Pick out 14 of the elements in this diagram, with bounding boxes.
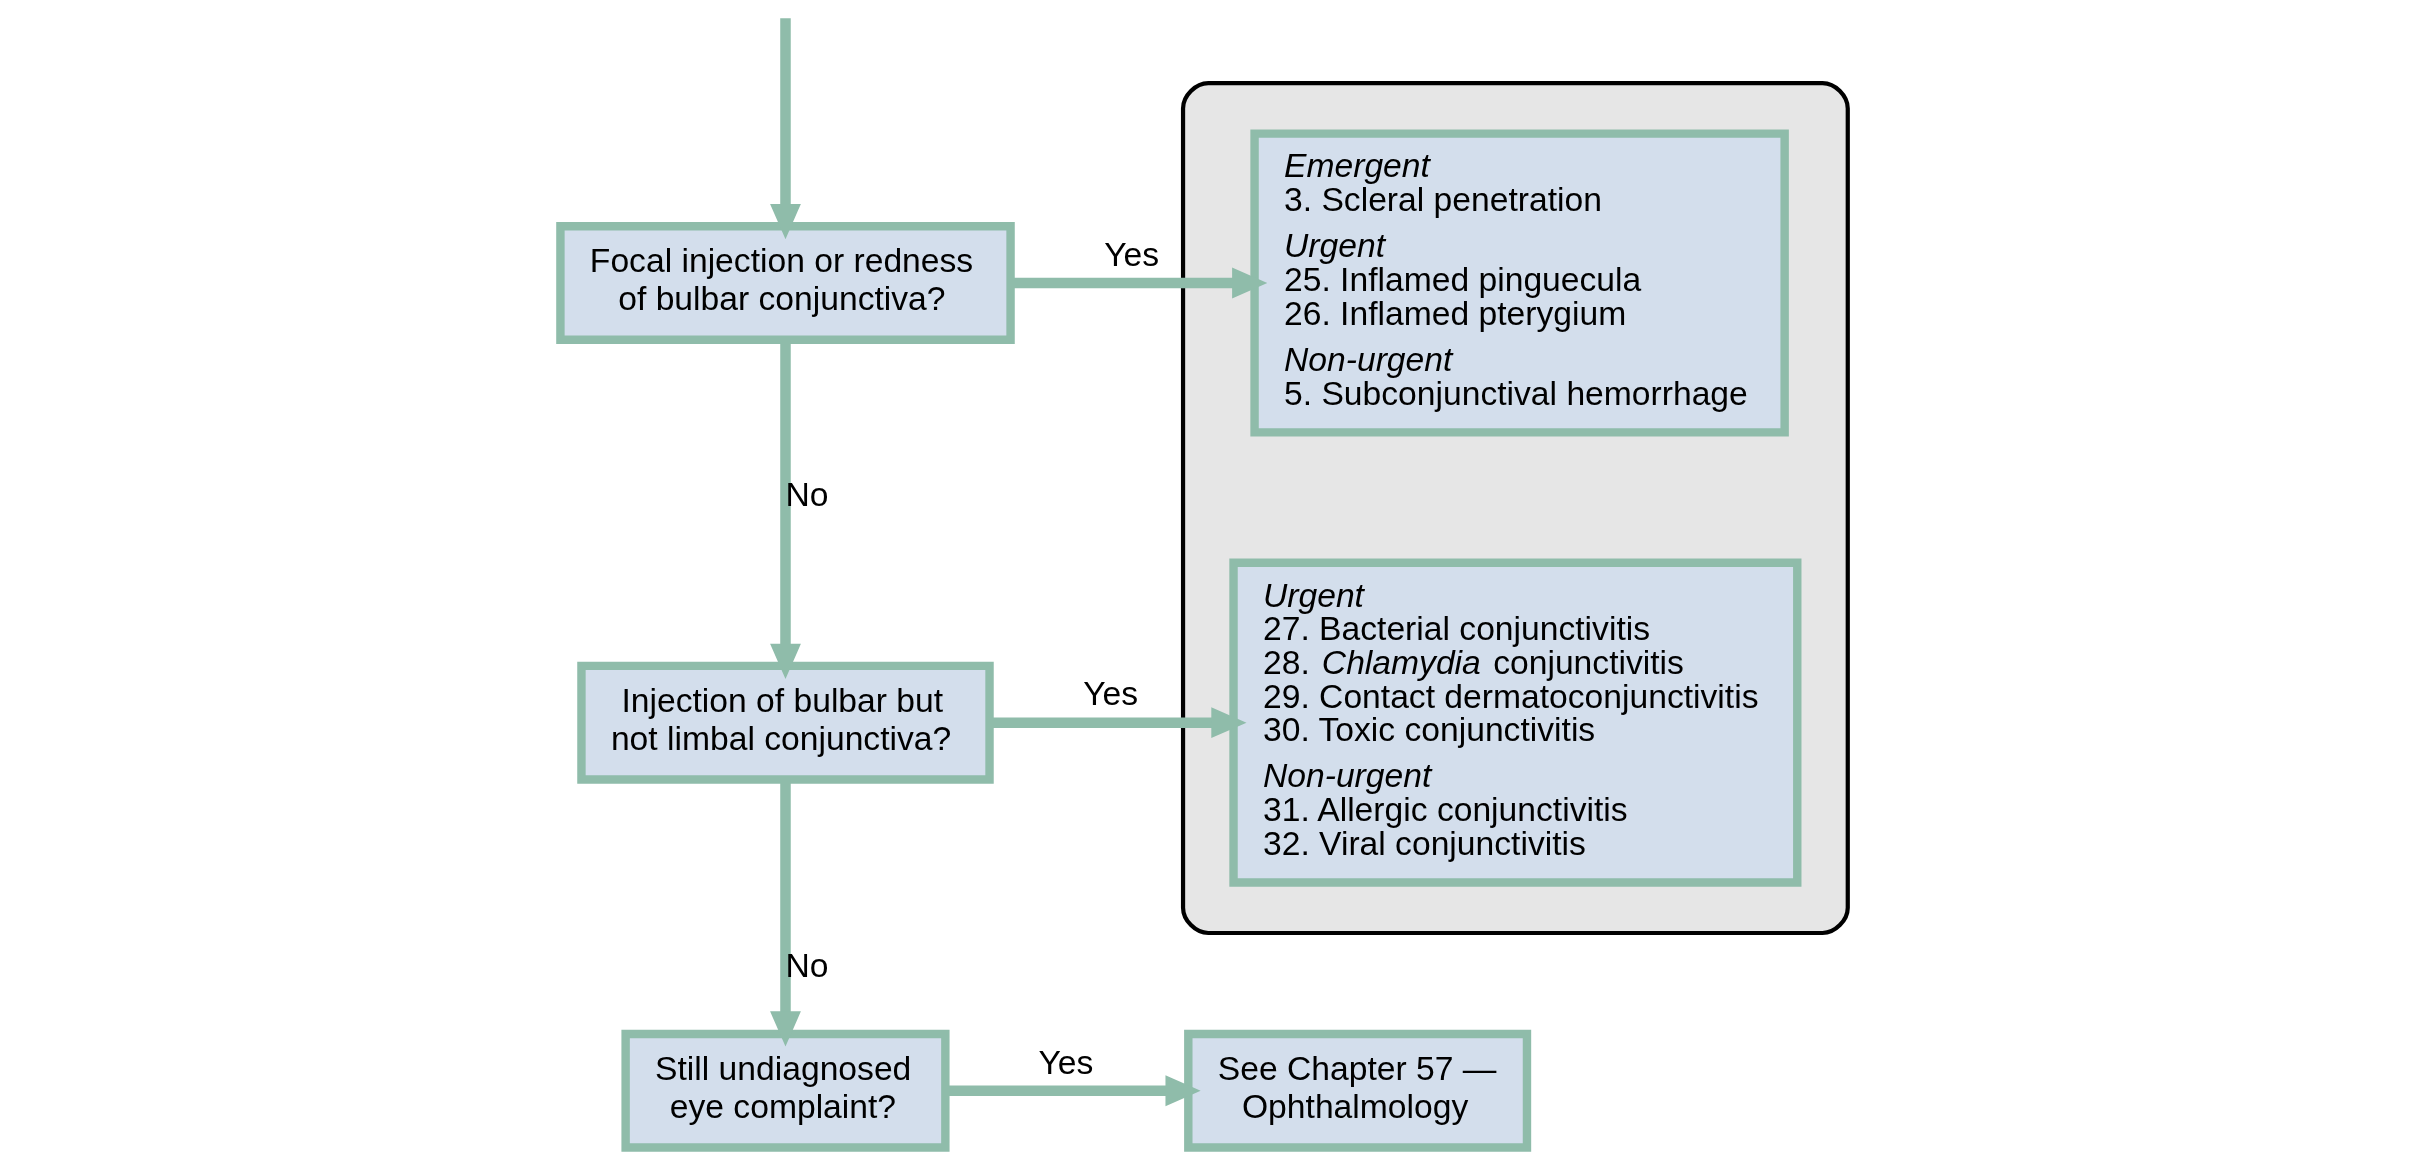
edge-label: Yes [1104, 235, 1160, 273]
node-box: Emergent 3. Scleral penetration Urgent 25. Inflamed pinguecula 26. Inflamed pterygium Non-urgent 5. Subconjunctival hemorrhage [1250, 129, 1789, 437]
node-box: Focal injection or redness of bulbar conjunctiva? [556, 222, 1015, 344]
arrow [770, 780, 801, 1047]
node-box: Injection of bulbar but not limbal conjunctiva? [577, 661, 994, 784]
arrow [770, 18, 801, 240]
node-box: Still undiagnosed eye complaint? [621, 1029, 950, 1152]
edge-label: Yes [1038, 1043, 1094, 1081]
edge-label: Yes [1083, 675, 1139, 713]
edge-label: No [785, 946, 829, 984]
edge-label: No [785, 475, 829, 513]
cluster [1180, 81, 1850, 936]
node-box: See Chapter 57 — Ophthalmology [1184, 1029, 1532, 1152]
node-box: Urgent 27. Bacterial conjunctivitis 28. Chlamydia conjunctivitis 29. Contact dermatoconjunctivitis 30. Toxic conjunctivitis Non-urgent 31. Allergic conjunctivitis 32. Viral conjunctivitis [1229, 558, 1802, 887]
